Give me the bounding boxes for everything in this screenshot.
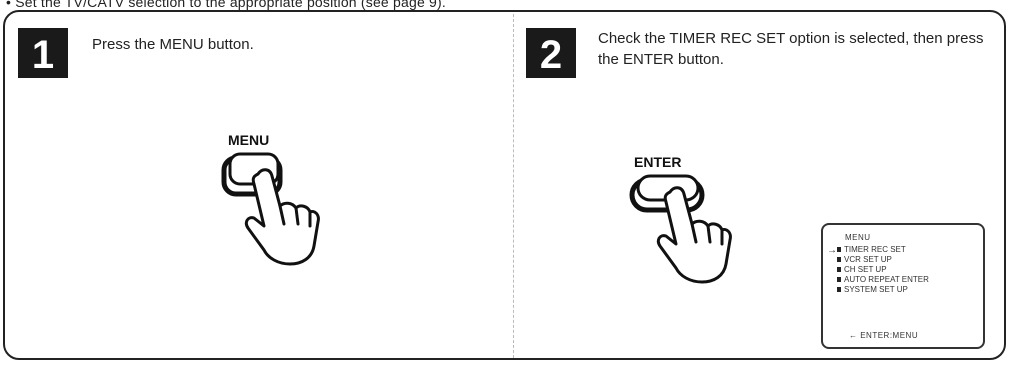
osd-footer: ← ENTER:MENU [849, 331, 918, 340]
osd-menu-item: VCR SET UP [837, 255, 929, 265]
menu-button-label: MENU [228, 132, 269, 148]
osd-cursor: → [827, 245, 837, 256]
on-screen-menu-display: MENU → TIMER REC SET VCR SET UP CH SET U… [821, 223, 985, 349]
step-2-instruction: Check the TIMER REC SET option is select… [598, 28, 998, 70]
step-1-number: 1 [18, 28, 68, 78]
enter-button-press-illustration [626, 172, 746, 292]
osd-menu-item: TIMER REC SET [837, 245, 929, 255]
step-1-instruction: Press the MENU button. [92, 34, 254, 55]
osd-menu-list: TIMER REC SET VCR SET UP CH SET UP AUTO … [837, 245, 929, 295]
osd-menu-item: AUTO REPEAT ENTER [837, 275, 929, 285]
top-note: • Set the TV/CATV selection to the appro… [6, 0, 446, 10]
enter-button-label: ENTER [634, 154, 681, 170]
step-divider [513, 14, 514, 358]
hand-pointer-icon [246, 170, 318, 264]
step-2-number: 2 [526, 28, 576, 78]
osd-title: MENU [845, 233, 871, 242]
osd-menu-item: CH SET UP [837, 265, 929, 275]
osd-menu-item: SYSTEM SET UP [837, 285, 929, 295]
menu-button-press-illustration [218, 150, 328, 270]
